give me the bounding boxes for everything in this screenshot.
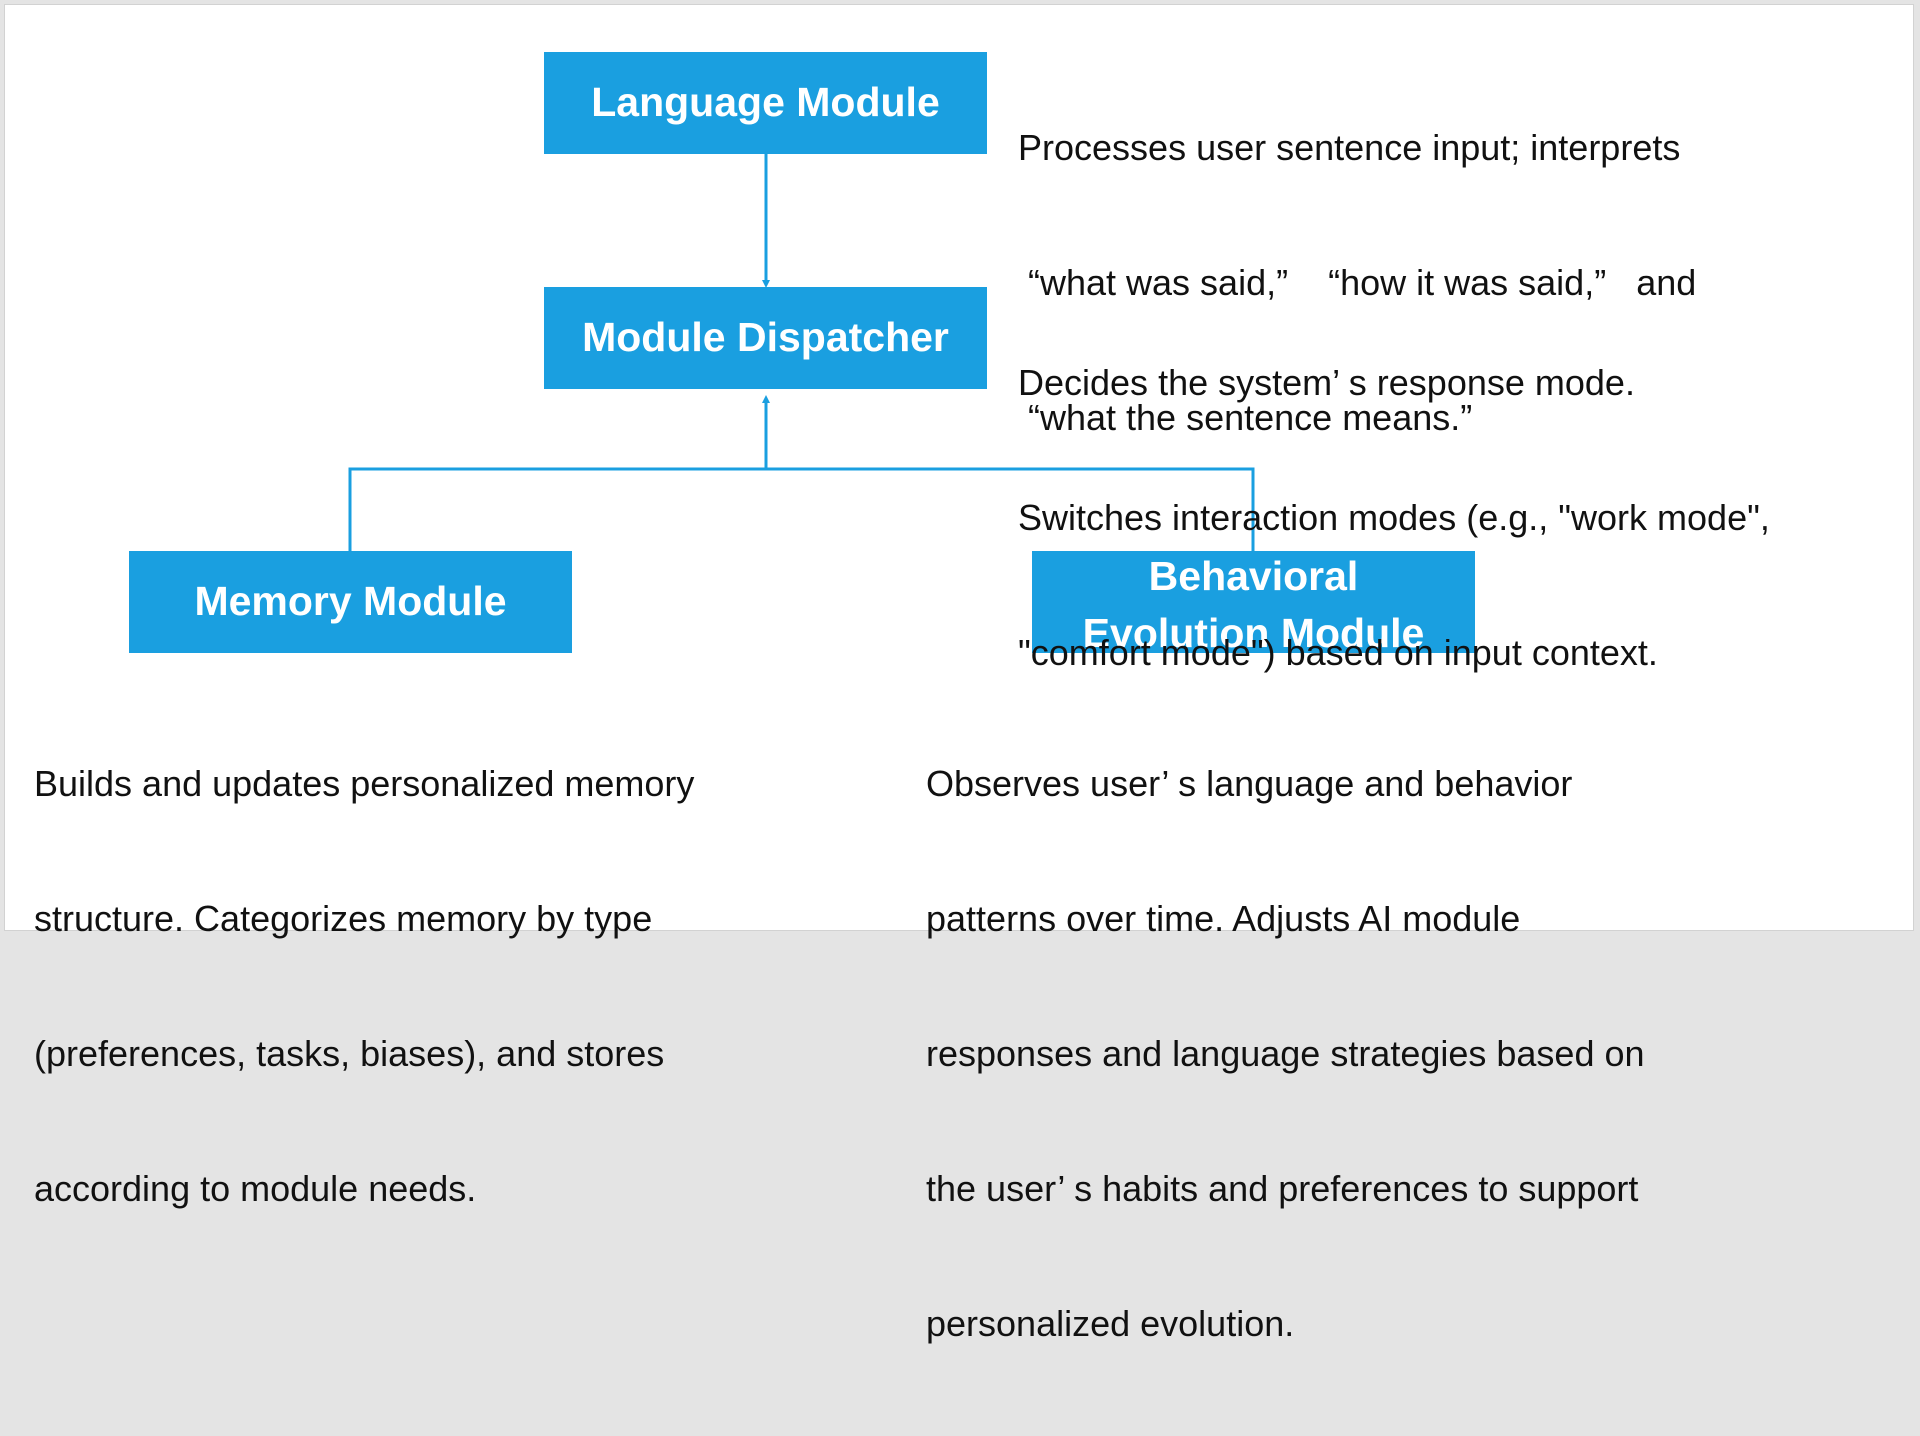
diagram-canvas: Language Module Module Dispatcher Memory… [4,4,1914,1344]
description-line: personalized evolution. [926,1303,1295,1344]
module-dispatcher-description: Decides the system’ s response mode. Swi… [1018,270,1770,765]
edge-memory-to-dispatcher [348,467,766,551]
description-line: "comfort mode") based on input context. [1018,632,1658,673]
description-line: according to module needs. [34,1168,477,1209]
behavioral-evolution-module-node: Behavioral Evolution Module [1032,551,1475,653]
connectors [348,154,1255,551]
description-line: patterns over time. Adjusts AI module [926,898,1521,939]
behavioral-module-label-line1: Behavioral [1148,553,1359,599]
description-line: (preferences, tasks, biases), and stores [34,1033,665,1074]
description-line: structure. Categorizes memory by type [34,898,653,939]
description-line: Builds and updates personalized memory [34,763,695,804]
description-line: “what was said,” “how it was said,” and [1018,262,1697,303]
memory-module-node: Memory Module [129,551,572,653]
module-dispatcher-label: Module Dispatcher [582,314,949,361]
language-module-description: Processes user sentence input; interpret… [1018,35,1696,530]
description-line: the user’ s habits and preferences to su… [926,1168,1639,1209]
memory-module-description: Builds and updates personalized memory s… [34,671,694,1301]
module-dispatcher-node: Module Dispatcher [544,287,987,389]
description-line: “what the sentence means.” [1018,397,1473,438]
edge-behavioral-to-dispatcher [766,467,1255,551]
description-line: Decides the system’ s response mode. [1018,362,1635,403]
description-line: Observes user’ s language and behavior [926,763,1573,804]
language-module-label: Language Module [591,79,940,126]
behavioral-module-label-line2: Evolution Module [1082,610,1425,653]
description-line: Processes user sentence input; interpret… [1018,127,1681,168]
description-line: responses and language strategies based … [926,1033,1645,1074]
memory-module-label: Memory Module [194,578,507,625]
language-module-node: Language Module [544,52,987,154]
description-line: Switches interaction modes (e.g., "work … [1018,497,1770,538]
behavioral-module-description: Observes user’ s language and behavior p… [926,671,1645,1436]
